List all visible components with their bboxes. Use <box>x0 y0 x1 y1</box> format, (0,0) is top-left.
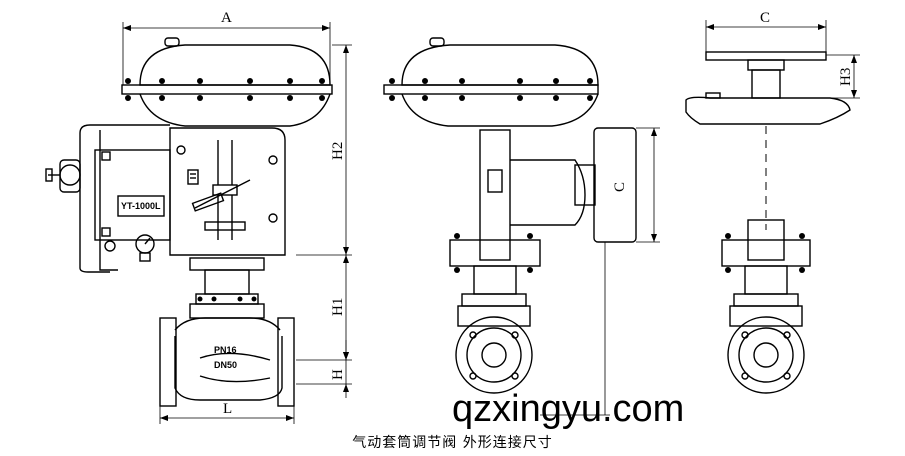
figure-caption: 气动套筒调节阀 外形连接尺寸 <box>352 435 553 451</box>
side-view <box>383 37 660 416</box>
dim-label-a: A <box>221 10 232 26</box>
dim-label-h3: H3 <box>838 68 854 86</box>
front-view <box>45 22 352 424</box>
dim-label-h: H <box>330 369 346 380</box>
positioner-label: YT-1000L <box>121 201 161 211</box>
dim-label-c-side: C <box>612 182 628 192</box>
dim-label-l: L <box>223 401 232 417</box>
dim-label-c-top: C <box>760 10 770 26</box>
body-pressure-label: PN16 <box>214 345 237 355</box>
handwheel-view <box>685 20 860 394</box>
dim-label-h2: H2 <box>330 142 346 160</box>
watermark: qzxingyu.com <box>452 388 685 430</box>
dim-label-h1: H1 <box>330 298 346 316</box>
body-size-label: DN50 <box>214 360 237 370</box>
